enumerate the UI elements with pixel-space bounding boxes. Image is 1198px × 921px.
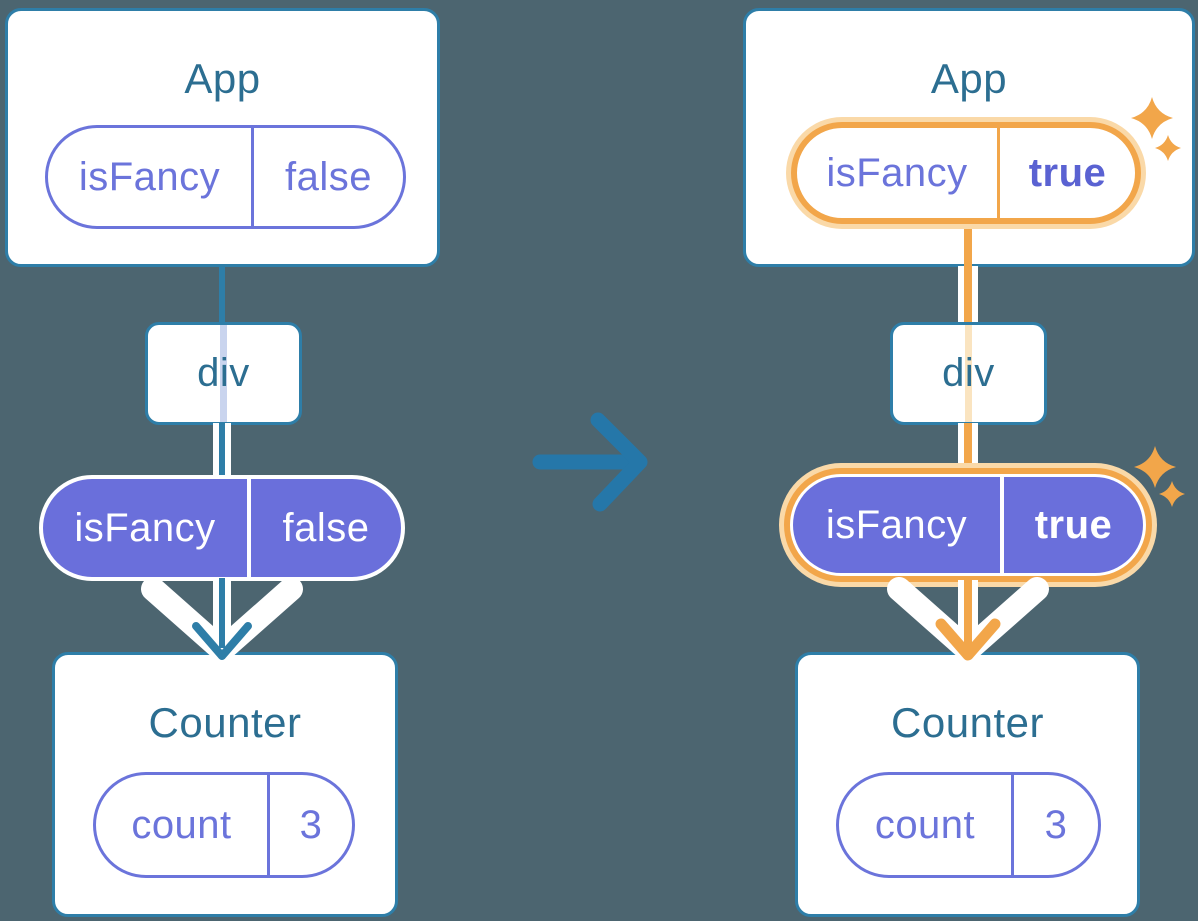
right-counter-state-pill: count 3 <box>836 772 1101 878</box>
right-context-pill-highlighted: isFancy true <box>784 468 1152 582</box>
state-key: isFancy <box>78 154 221 199</box>
left-line-app-to-div <box>219 264 225 326</box>
left-app-title: App <box>184 55 261 102</box>
right-pipe-white <box>958 423 964 481</box>
transition-arrow-icon <box>532 412 648 512</box>
right-pipe-white <box>972 423 978 481</box>
right-arrow-pipe-white <box>972 580 978 634</box>
state-key: isFancy <box>826 150 968 195</box>
context-value: false <box>282 505 370 550</box>
right-white-chevron <box>887 577 1049 662</box>
left-context-pill: isFancy false <box>39 475 405 581</box>
left-white-chevron <box>141 577 303 662</box>
state-key: count <box>874 802 976 847</box>
right-div-box: div <box>890 322 1047 425</box>
right-pipe-orange <box>964 266 972 324</box>
left-div-through-line <box>220 325 227 422</box>
right-counter-card: Counter count 3 <box>795 652 1140 917</box>
context-key: isFancy <box>825 502 968 547</box>
left-counter-state-pill: count 3 <box>93 772 355 878</box>
pill-divider <box>251 128 254 226</box>
right-div-label: div <box>942 351 995 395</box>
right-counter-title: Counter <box>891 699 1044 746</box>
right-div-through-line <box>965 325 972 422</box>
pill-divider <box>247 479 251 577</box>
right-line-in-card <box>964 222 972 270</box>
left-div-box: div <box>145 322 302 425</box>
right-pipe-white <box>972 266 978 324</box>
right-down-arrow-icon <box>935 576 1001 661</box>
left-pipe-teal <box>219 423 225 481</box>
left-div-label: div <box>197 351 250 395</box>
left-counter-card: Counter count 3 <box>52 652 398 917</box>
context-value: true <box>1034 502 1113 547</box>
context-key: isFancy <box>74 505 216 550</box>
left-app-card: App isFancy false <box>5 8 440 267</box>
right-app-title: App <box>930 55 1008 102</box>
pill-divider <box>267 775 270 875</box>
left-app-state-pill: isFancy false <box>45 125 406 229</box>
left-pipe-white <box>225 423 231 481</box>
left-pipe-white <box>213 423 219 481</box>
pill-divider <box>1011 775 1014 875</box>
state-value: true <box>1028 150 1107 195</box>
left-arrow-pipe-white <box>225 578 231 634</box>
left-down-arrow-icon <box>192 578 252 660</box>
state-value: false <box>285 154 372 199</box>
pill-divider <box>1000 477 1004 573</box>
state-key: count <box>131 802 232 847</box>
right-arrow-pipe-white <box>958 580 964 634</box>
left-counter-title: Counter <box>148 699 302 746</box>
pill-divider <box>997 128 1000 218</box>
left-arrow-pipe-white <box>213 578 219 634</box>
right-app-state-pill-highlighted: isFancy true <box>791 122 1141 224</box>
state-value: 3 <box>299 802 323 847</box>
right-pipe-orange <box>964 423 972 481</box>
state-value: 3 <box>1044 802 1068 847</box>
right-pipe-white <box>958 266 964 324</box>
